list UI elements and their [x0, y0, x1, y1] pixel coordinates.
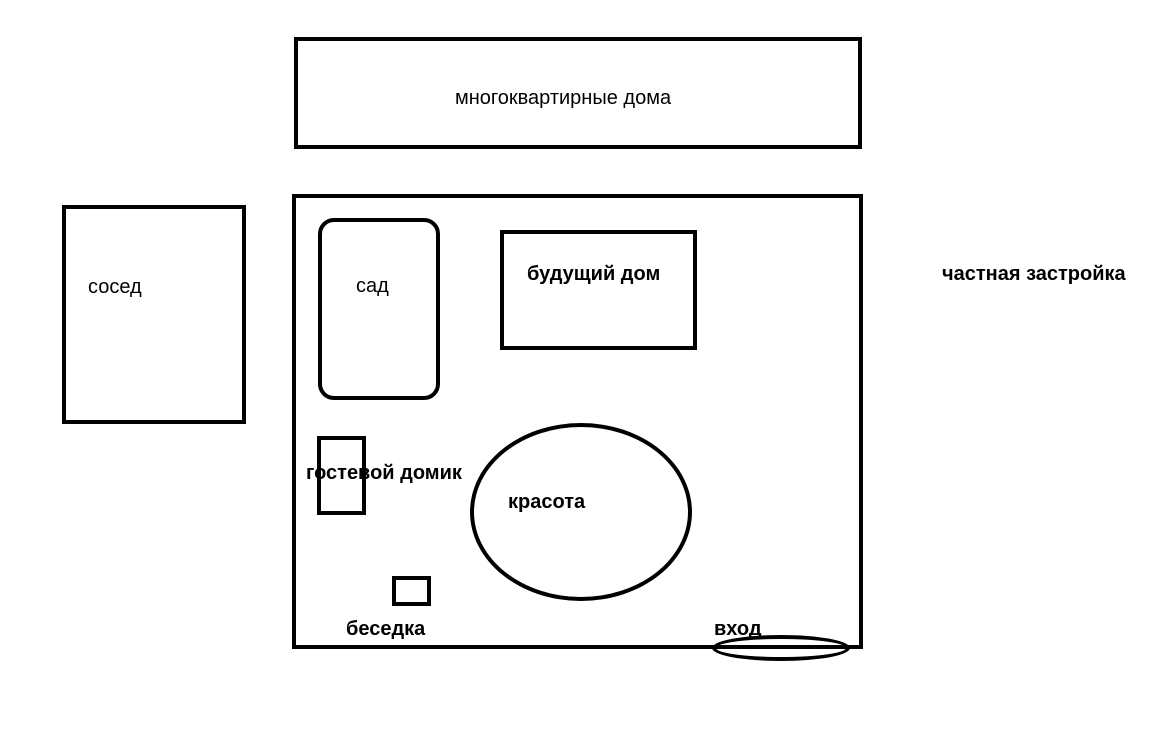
beauty-ellipse [470, 423, 692, 601]
guest-house-label: гостевой домик [306, 462, 462, 484]
beauty-label: красота [508, 491, 586, 513]
garden-area [318, 218, 440, 400]
neighbor-plot [62, 205, 246, 424]
guest-house-area [317, 436, 366, 515]
future-house-area [500, 230, 697, 350]
neighbor-label: сосед [88, 276, 142, 298]
private-housing-label: частная застройка [942, 263, 1126, 285]
gazebo-area [392, 576, 431, 606]
apartment-buildings-label: многоквартирные дома [455, 87, 672, 109]
entrance-ellipse [712, 635, 850, 661]
garden-label: сад [356, 275, 389, 297]
main-property-plot [292, 194, 863, 649]
apartment-buildings-block [294, 37, 862, 149]
future-house-label: будущий дом [527, 263, 661, 285]
gazebo-label: беседка [346, 618, 426, 640]
entrance-label: вход [714, 618, 762, 640]
